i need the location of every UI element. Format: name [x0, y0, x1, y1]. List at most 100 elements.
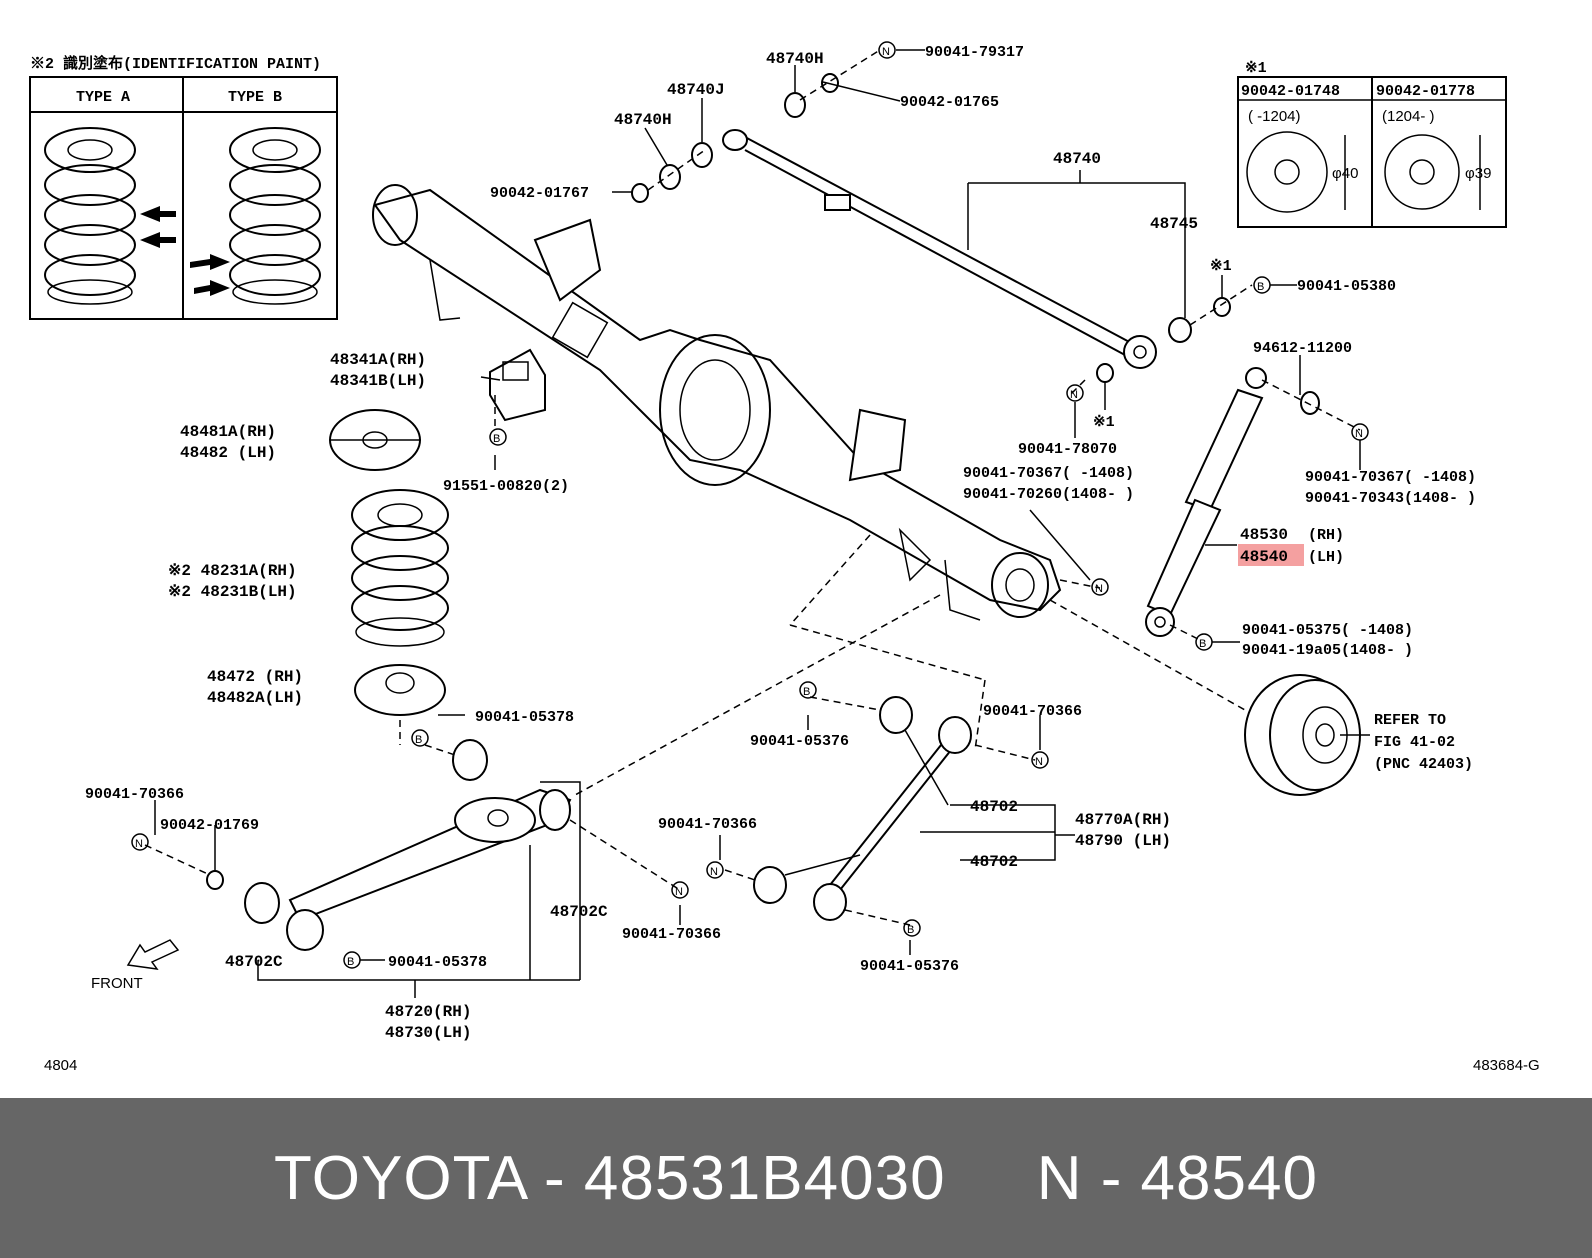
label-48530-side: (RH) — [1308, 527, 1344, 544]
label-90041-05378-b: 90041-05378 — [388, 954, 487, 971]
label-48740H: 48740H — [614, 111, 672, 129]
label-90041-78070: 90041-78070 — [1018, 441, 1117, 458]
label-48702-a: 48702 — [970, 798, 1018, 816]
highlight-48540 — [1238, 544, 1304, 566]
svg-text:B: B — [415, 734, 422, 746]
front-arrow-icon — [126, 939, 180, 970]
upper-control-arm-icon — [753, 696, 972, 921]
b-marker-icon: B — [799, 681, 817, 699]
n-marker-icon: N — [1066, 384, 1084, 402]
washer-col2-part: 90042-01778 — [1376, 83, 1475, 100]
label-48790: 48790 (LH) — [1075, 832, 1171, 850]
label-refer-2: FIG 41-02 — [1374, 734, 1455, 751]
washer-col1-part: 90042-01748 — [1241, 83, 1340, 100]
parts-diagram: ※2 識別塗布(IDENTIFICATION PAINT) TYPE A TYP… — [29, 41, 1540, 1074]
svg-text:N: N — [135, 838, 143, 850]
n-marker-icon: N — [671, 881, 689, 899]
paint-legend-title: ※2 識別塗布(IDENTIFICATION PAINT) — [30, 54, 321, 73]
b-marker-icon: B — [489, 428, 507, 446]
spring-type-a-icon — [44, 127, 176, 305]
footer-banner: TOYOTA - 48531B4030 N - 48540 — [0, 1098, 1592, 1258]
washer-col2-dim: φ39 — [1465, 165, 1491, 182]
washer-1-icon — [1246, 131, 1328, 213]
spring-type-b-icon — [190, 127, 321, 305]
washer-2-icon — [1384, 134, 1460, 210]
label-90042-01765: 90042-01765 — [900, 94, 999, 111]
lower-control-arm-icon — [206, 739, 572, 951]
label-48740H-top: 48740H — [766, 50, 824, 68]
label-90041-05380: 90041-05380 — [1297, 278, 1396, 295]
label-90041-19a05: 90041-19a05(1408- ) — [1242, 642, 1413, 659]
svg-text:N: N — [1035, 756, 1043, 768]
washer-legend: ※1 90042-01748 90042-01778 ( -1204) (120… — [1237, 60, 1507, 228]
fastener-markers: N B N N N B B B B N N N N B B — [131, 41, 1369, 969]
svg-text:B: B — [803, 686, 810, 698]
label-48540-side: (LH) — [1308, 549, 1344, 566]
type-a-label: TYPE A — [76, 89, 130, 106]
label-90041-70367-b: 90041-70367( -1408) — [1305, 469, 1476, 486]
svg-text:B: B — [907, 924, 914, 936]
svg-text:N: N — [882, 46, 890, 58]
b-marker-icon: B — [1253, 276, 1271, 294]
b-marker-icon: B — [903, 919, 921, 937]
washer-legend-mark: ※1 — [1245, 60, 1267, 77]
label-48472: 48472 (RH) — [207, 668, 303, 686]
label-48481A: 48481A(RH) — [180, 423, 276, 441]
label-90041-05375: 90041-05375( -1408) — [1242, 622, 1413, 639]
label-48530: 48530 — [1240, 526, 1288, 544]
n-marker-icon: N — [878, 41, 896, 59]
label-48720: 48720(RH) — [385, 1003, 471, 1021]
spring-seat-icon — [354, 664, 446, 716]
label-90041-70366-a: 90041-70366 — [983, 703, 1082, 720]
label-48702C-a: 48702C — [550, 903, 608, 921]
rear-axle-housing-icon — [372, 184, 1062, 621]
label-90042-01769: 90042-01769 — [160, 817, 259, 834]
label-x1-a: ※1 — [1210, 258, 1232, 275]
svg-text:B: B — [1199, 638, 1206, 650]
svg-text:N: N — [1070, 389, 1078, 401]
label-48231A: ※2 48231A(RH) — [168, 562, 297, 580]
label-90041-70366-c: 90041-70366 — [658, 816, 757, 833]
label-48482A: 48482A(LH) — [207, 689, 303, 707]
label-refer-3: (PNC 42403) — [1374, 756, 1473, 773]
identification-paint-legend: ※2 識別塗布(IDENTIFICATION PAINT) TYPE A TYP… — [29, 54, 338, 320]
label-90041-70343: 90041-70343(1408- ) — [1305, 490, 1476, 507]
b-marker-icon: B — [343, 951, 361, 969]
label-fig-no: 4804 — [44, 1057, 77, 1074]
label-90041-70367-a: 90041-70367( -1408) — [963, 465, 1134, 482]
washer-col1-range: ( -1204) — [1248, 108, 1301, 125]
svg-text:B: B — [1257, 281, 1264, 293]
label-90041-70366-b: 90041-70366 — [85, 786, 184, 803]
n-marker-icon: N — [1351, 423, 1369, 441]
label-90042-01767: 90042-01767 — [490, 185, 589, 202]
n-marker-icon: N — [131, 833, 149, 851]
label-91551-00820: 91551-00820(2) — [443, 478, 569, 495]
label-48702C-b: 48702C — [225, 953, 283, 971]
part-labels: 48740H 90041-79317 90042-01765 48740J 48… — [44, 44, 1540, 1074]
label-48745: 48745 — [1150, 215, 1198, 233]
footer-part-number: TOYOTA - 48531B4030 N - 48540 — [274, 1143, 1318, 1213]
n-marker-icon: N — [1031, 751, 1049, 769]
shock-absorber-icon — [1145, 367, 1267, 637]
label-48341B: 48341B(LH) — [330, 372, 426, 390]
washer-col2-range: (1204- ) — [1382, 108, 1435, 125]
label-90041-79317: 90041-79317 — [925, 44, 1024, 61]
coil-spring-icon — [351, 489, 449, 647]
svg-text:N: N — [675, 886, 683, 898]
label-ref-code: 483684-G — [1473, 1057, 1540, 1074]
n-marker-icon: N — [706, 861, 724, 879]
label-48702-b: 48702 — [970, 853, 1018, 871]
svg-text:B: B — [347, 956, 354, 968]
label-48341A: 48341A(RH) — [330, 351, 426, 369]
label-90041-05376-b: 90041-05376 — [860, 958, 959, 975]
b-marker-icon: B — [411, 729, 429, 747]
label-48740J: 48740J — [667, 81, 725, 99]
label-90041-05376-a: 90041-05376 — [750, 733, 849, 750]
label-x1-b: ※1 — [1093, 414, 1115, 431]
label-front: FRONT — [91, 975, 143, 992]
washer-col1-dim: φ40 — [1332, 165, 1358, 182]
label-94612-11200: 94612-11200 — [1253, 340, 1352, 357]
bump-stopper-icon — [489, 348, 546, 422]
type-b-label: TYPE B — [228, 89, 282, 106]
dashed-leaders — [144, 49, 1361, 926]
